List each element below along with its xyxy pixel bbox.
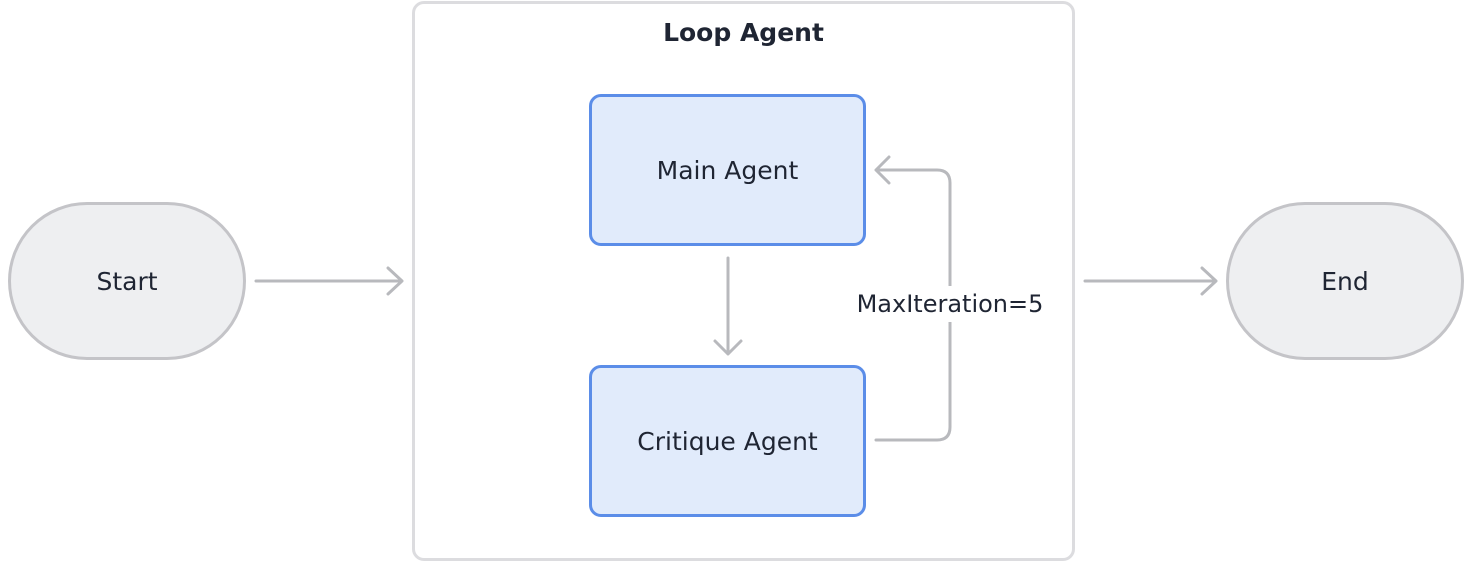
loop-agent-title: Loop Agent <box>663 18 824 47</box>
start-node: Start <box>8 202 246 360</box>
max-iteration-label: MaxIteration=5 <box>840 286 1060 322</box>
arrow-start-to-loop <box>254 266 404 296</box>
critique-agent-label: Critique Agent <box>637 426 818 456</box>
start-label: Start <box>96 266 158 296</box>
end-label: End <box>1321 266 1369 296</box>
main-agent-label: Main Agent <box>656 155 799 185</box>
critique-agent-node: Critique Agent <box>589 365 866 517</box>
arrow-loop-to-end <box>1083 266 1218 296</box>
main-agent-node: Main Agent <box>589 94 866 246</box>
end-node: End <box>1226 202 1464 360</box>
